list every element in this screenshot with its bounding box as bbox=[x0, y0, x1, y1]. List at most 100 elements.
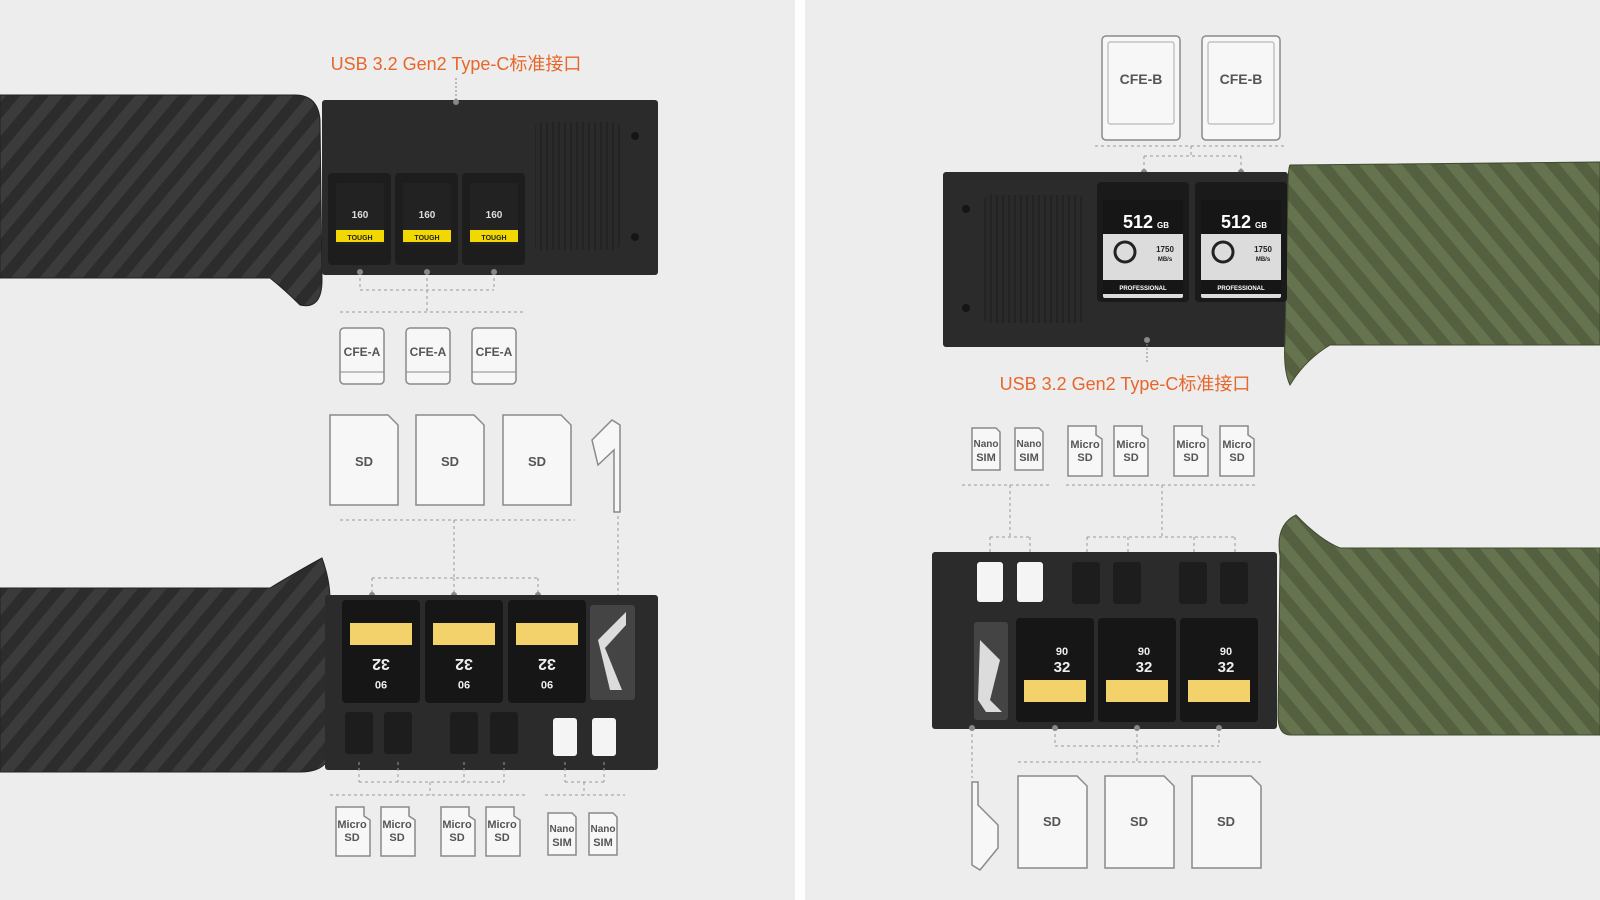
cfe-a-icon: CFE-A bbox=[471, 327, 517, 385]
svg-text:SD: SD bbox=[355, 454, 373, 469]
sim-eject-pin-icon bbox=[971, 781, 999, 871]
sim-eject-pin-icon bbox=[591, 419, 621, 513]
sd-card-icon: SD bbox=[1191, 775, 1262, 869]
svg-text:Micro: Micro bbox=[1222, 439, 1252, 451]
ventilation-pad bbox=[984, 195, 1084, 323]
nano-sim-card bbox=[977, 562, 1003, 602]
nano-sim-card bbox=[553, 718, 577, 756]
sd-card-icon: SD bbox=[502, 414, 572, 506]
svg-text:90: 90 bbox=[541, 678, 553, 690]
svg-text:1750: 1750 bbox=[1254, 245, 1272, 254]
sd-card: 32 90 bbox=[508, 600, 586, 703]
svg-text:CFE-A: CFE-A bbox=[410, 345, 447, 359]
micro-sd-card bbox=[490, 712, 518, 754]
svg-text:GB: GB bbox=[1255, 221, 1267, 230]
cfe-a-card: 160 TOUGH bbox=[462, 173, 525, 265]
svg-text:SD: SD bbox=[1217, 814, 1235, 829]
right-sd-card-slots: 90 32 90 32 90 32 bbox=[1016, 618, 1258, 722]
svg-text:SD: SD bbox=[1123, 452, 1138, 464]
micro-sd-card bbox=[1220, 562, 1248, 604]
left-micro-leader-lines bbox=[330, 762, 625, 796]
svg-text:GB: GB bbox=[1157, 221, 1169, 230]
svg-text:32: 32 bbox=[538, 655, 556, 672]
svg-text:Nano: Nano bbox=[1017, 439, 1042, 450]
cfe-a-icon: CFE-A bbox=[405, 327, 451, 385]
ventilation-pad bbox=[535, 122, 620, 250]
svg-text:SD: SD bbox=[1043, 814, 1061, 829]
svg-text:Micro: Micro bbox=[442, 819, 472, 831]
nano-sim-icon: Nano SIM bbox=[971, 427, 1001, 471]
right-cfe-b-card-slots: 512 GB 1750 MB/s PROFESSIONAL 512 GB 175… bbox=[1097, 182, 1287, 302]
svg-text:32: 32 bbox=[1054, 659, 1071, 676]
svg-text:TOUGH: TOUGH bbox=[481, 235, 506, 242]
left-interface-label: USB 3.2 Gen2 Type-C标准接口 bbox=[331, 54, 582, 74]
nano-sim-card bbox=[1017, 562, 1043, 602]
svg-text:SD: SD bbox=[1130, 814, 1148, 829]
svg-text:512: 512 bbox=[1221, 212, 1251, 232]
svg-text:Micro: Micro bbox=[337, 819, 367, 831]
micro-sd-icon: Micro SD bbox=[1113, 425, 1149, 477]
cfe-a-card: 160 TOUGH bbox=[395, 173, 458, 265]
left-sd-card-slots: 32 90 32 90 32 90 bbox=[342, 600, 616, 756]
svg-text:90: 90 bbox=[1056, 646, 1068, 658]
svg-text:SD: SD bbox=[1077, 452, 1092, 464]
sd-card-icon: SD bbox=[1017, 775, 1088, 869]
svg-text:32: 32 bbox=[1218, 659, 1235, 676]
svg-text:Micro: Micro bbox=[1176, 439, 1206, 451]
svg-text:CFE-B: CFE-B bbox=[1220, 71, 1263, 87]
svg-text:SD: SD bbox=[528, 454, 546, 469]
svg-text:Nano: Nano bbox=[550, 824, 575, 835]
svg-text:TOUGH: TOUGH bbox=[414, 235, 439, 242]
cfe-b-icon: CFE-B bbox=[1101, 35, 1181, 141]
sd-card: 90 32 bbox=[1098, 618, 1176, 722]
micro-sd-card bbox=[345, 712, 373, 754]
svg-text:Micro: Micro bbox=[1070, 439, 1100, 451]
right-interface-label: USB 3.2 Gen2 Type-C标准接口 bbox=[1000, 374, 1251, 394]
svg-text:CFE-A: CFE-A bbox=[476, 345, 513, 359]
svg-text:SD: SD bbox=[441, 454, 459, 469]
right-small-card-leader-lines bbox=[962, 484, 1258, 556]
svg-text:32: 32 bbox=[455, 655, 473, 672]
sd-card-icon: SD bbox=[329, 414, 399, 506]
cfe-b-card: 512 GB 1750 MB/s PROFESSIONAL bbox=[1195, 182, 1287, 302]
svg-text:160: 160 bbox=[419, 210, 436, 221]
micro-sd-card bbox=[1179, 562, 1207, 604]
svg-text:SIM: SIM bbox=[1019, 452, 1039, 464]
svg-text:Nano: Nano bbox=[974, 439, 999, 450]
nano-sim-icon: Nano SIM bbox=[588, 812, 618, 856]
sd-card: 90 32 bbox=[1016, 618, 1094, 722]
sim-pin-in-case bbox=[598, 612, 626, 690]
svg-text:Micro: Micro bbox=[1116, 439, 1146, 451]
svg-text:32: 32 bbox=[372, 655, 390, 672]
svg-text:SD: SD bbox=[1183, 452, 1198, 464]
svg-text:SD: SD bbox=[494, 832, 509, 844]
sd-card-icon: SD bbox=[1104, 775, 1175, 869]
nano-sim-icon: Nano SIM bbox=[1014, 427, 1044, 471]
svg-text:Micro: Micro bbox=[487, 819, 517, 831]
micro-sd-icon: Micro SD bbox=[380, 806, 416, 857]
svg-text:160: 160 bbox=[486, 210, 503, 221]
svg-text:SIM: SIM bbox=[976, 452, 996, 464]
svg-text:SIM: SIM bbox=[593, 837, 613, 849]
svg-text:90: 90 bbox=[1138, 646, 1150, 658]
micro-sd-icon: Micro SD bbox=[1219, 425, 1255, 477]
left-cfe-a-card-slots: 160 TOUGH 160 TOUGH 160 TOUGH bbox=[328, 173, 525, 265]
svg-text:32: 32 bbox=[1136, 659, 1153, 676]
micro-sd-card bbox=[450, 712, 478, 754]
micro-sd-card bbox=[1072, 562, 1100, 604]
sd-card: 32 90 bbox=[425, 600, 503, 703]
sim-pin-in-case bbox=[978, 640, 1002, 712]
micro-sd-icon: Micro SD bbox=[1067, 425, 1103, 477]
svg-text:512: 512 bbox=[1123, 212, 1153, 232]
svg-text:90: 90 bbox=[458, 678, 470, 690]
svg-text:MB/s: MB/s bbox=[1256, 257, 1271, 263]
svg-text:90: 90 bbox=[375, 678, 387, 690]
micro-sd-card bbox=[384, 712, 412, 754]
cfe-b-card: 512 GB 1750 MB/s PROFESSIONAL bbox=[1097, 182, 1189, 302]
micro-sd-icon: Micro SD bbox=[440, 806, 476, 857]
svg-text:SD: SD bbox=[389, 832, 404, 844]
svg-text:SD: SD bbox=[1229, 452, 1244, 464]
svg-text:CFE-B: CFE-B bbox=[1120, 71, 1163, 87]
svg-text:PROFESSIONAL: PROFESSIONAL bbox=[1217, 286, 1265, 292]
